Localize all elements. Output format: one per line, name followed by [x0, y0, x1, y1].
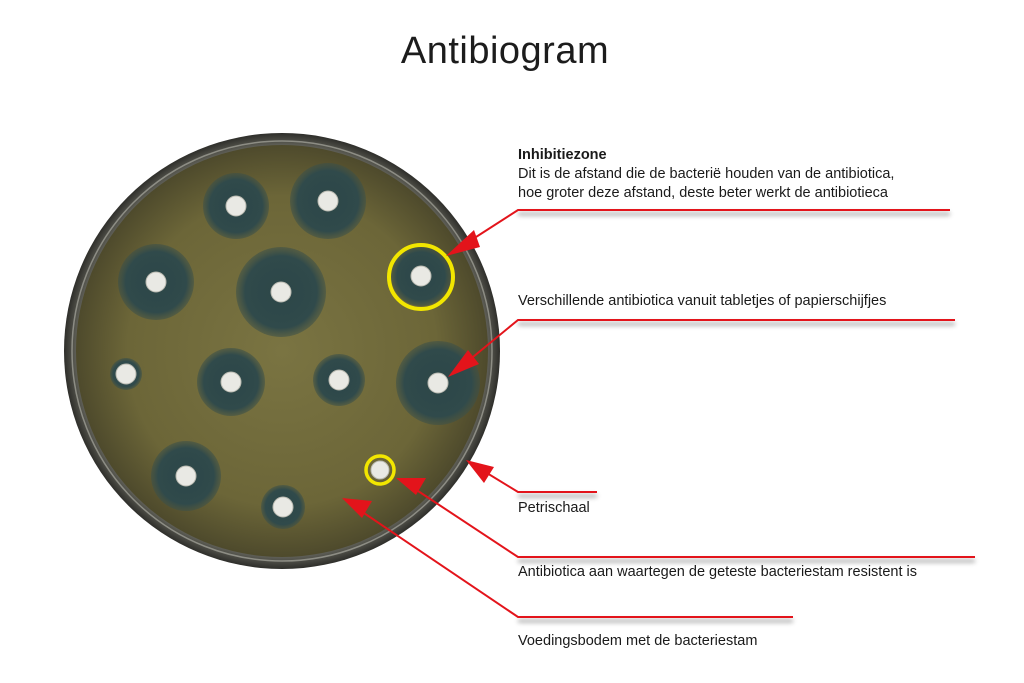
antibiotic-disks — [115, 190, 449, 518]
antibiotic-disk — [145, 271, 167, 293]
arrow-petri — [466, 460, 494, 483]
label-growth-medium: Voedingsbodem met de bacteriestam — [518, 633, 758, 649]
highlight-rings — [364, 243, 455, 486]
leader-shadows — [518, 212, 975, 623]
label-antibiotic-disks: Verschillende antibiotica vanuit tabletj… — [518, 293, 887, 309]
antibiotic-disk — [410, 265, 432, 287]
label-resistant-antibiotic: Antibiotica aan waartegen de geteste bac… — [518, 564, 917, 580]
arrow-inhibition — [446, 230, 480, 256]
page-title: Antibiogram — [400, 30, 610, 72]
label-inhibition-heading: Inhibitiezone — [518, 147, 607, 163]
arrow-medium — [342, 498, 372, 518]
antibiotic-disk — [115, 363, 137, 385]
antibiotic-disk — [220, 371, 242, 393]
antibiotic-disk — [370, 460, 390, 480]
antibiotic-disk — [225, 195, 247, 217]
antibiotic-disk — [272, 496, 294, 518]
antibiotic-disk — [317, 190, 339, 212]
antibiotic-disk — [328, 369, 350, 391]
antibiotic-disk — [175, 465, 197, 487]
label-inhibition-zone: Inhibitiezone Dit is de afstand die de b… — [518, 146, 894, 203]
leader-lines — [357, 209, 975, 618]
label-petri-dish: Petrischaal — [518, 500, 590, 516]
label-inhibition-line1: Dit is de afstand die de bacterië houden… — [518, 166, 895, 182]
antibiotic-disk — [427, 372, 449, 394]
arrow-disks — [448, 350, 479, 377]
highlight-ring-inhibition — [387, 243, 455, 311]
antibiotic-disk — [270, 281, 292, 303]
highlight-ring-resistant — [364, 454, 396, 486]
arrowheads — [342, 230, 494, 518]
arrow-resistant — [396, 478, 426, 495]
label-inhibition-line2: hoe groter deze afstand, deste beter wer… — [518, 185, 888, 201]
